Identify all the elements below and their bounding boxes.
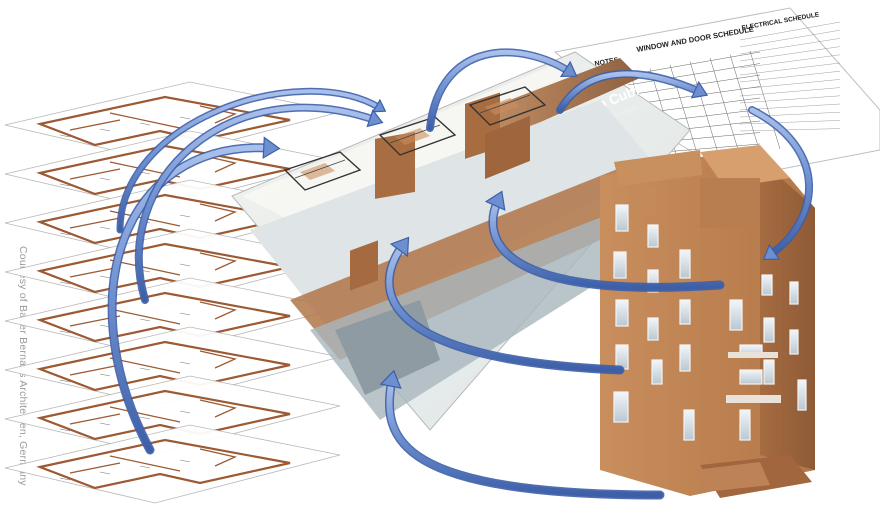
building-window <box>647 269 659 293</box>
building-window <box>763 359 775 385</box>
presentation-sheet: Palazzo Cubico Bauer Bernaus architekten <box>231 51 691 431</box>
building-window <box>761 274 773 296</box>
workflow-arrow <box>484 190 725 292</box>
balcony-slab <box>728 352 778 358</box>
workflow-arrow <box>379 369 665 500</box>
building-window <box>613 391 629 423</box>
building-window <box>647 224 659 248</box>
balcony-slab <box>726 395 781 403</box>
building-window <box>729 299 743 331</box>
floor-plan-stack <box>4 81 341 504</box>
workflow-arrow <box>134 103 384 304</box>
building-window <box>679 344 691 372</box>
workflow-arrow <box>116 87 387 234</box>
building-window <box>615 204 629 232</box>
building-window <box>789 329 799 355</box>
building-window <box>797 379 807 411</box>
building-window <box>683 409 695 441</box>
building-window <box>763 317 775 343</box>
floor-plan-sheet <box>4 424 341 504</box>
building-window <box>739 369 763 385</box>
building-window <box>789 281 799 305</box>
workflow-arrow <box>426 48 578 132</box>
notes-heading: NOTES <box>594 57 619 68</box>
sheet-plan-thumbnail <box>468 86 547 126</box>
workflow-arrow <box>748 106 813 261</box>
building-window <box>651 359 663 385</box>
workflow-arrow <box>556 70 709 114</box>
building-window <box>679 299 691 325</box>
building-model <box>600 145 815 498</box>
sheet-plan-thumbnail <box>283 151 362 191</box>
building-windows <box>613 204 807 441</box>
building-window <box>739 409 751 441</box>
workflow-arrows <box>107 48 813 500</box>
building-window <box>613 251 627 279</box>
building-window <box>647 317 659 341</box>
building-window <box>679 249 691 279</box>
workflow-arrow <box>384 236 625 375</box>
building-window <box>615 299 629 327</box>
workflow-arrow <box>107 136 281 455</box>
sheet-plan-drawings <box>283 86 547 191</box>
building-window <box>615 344 629 370</box>
